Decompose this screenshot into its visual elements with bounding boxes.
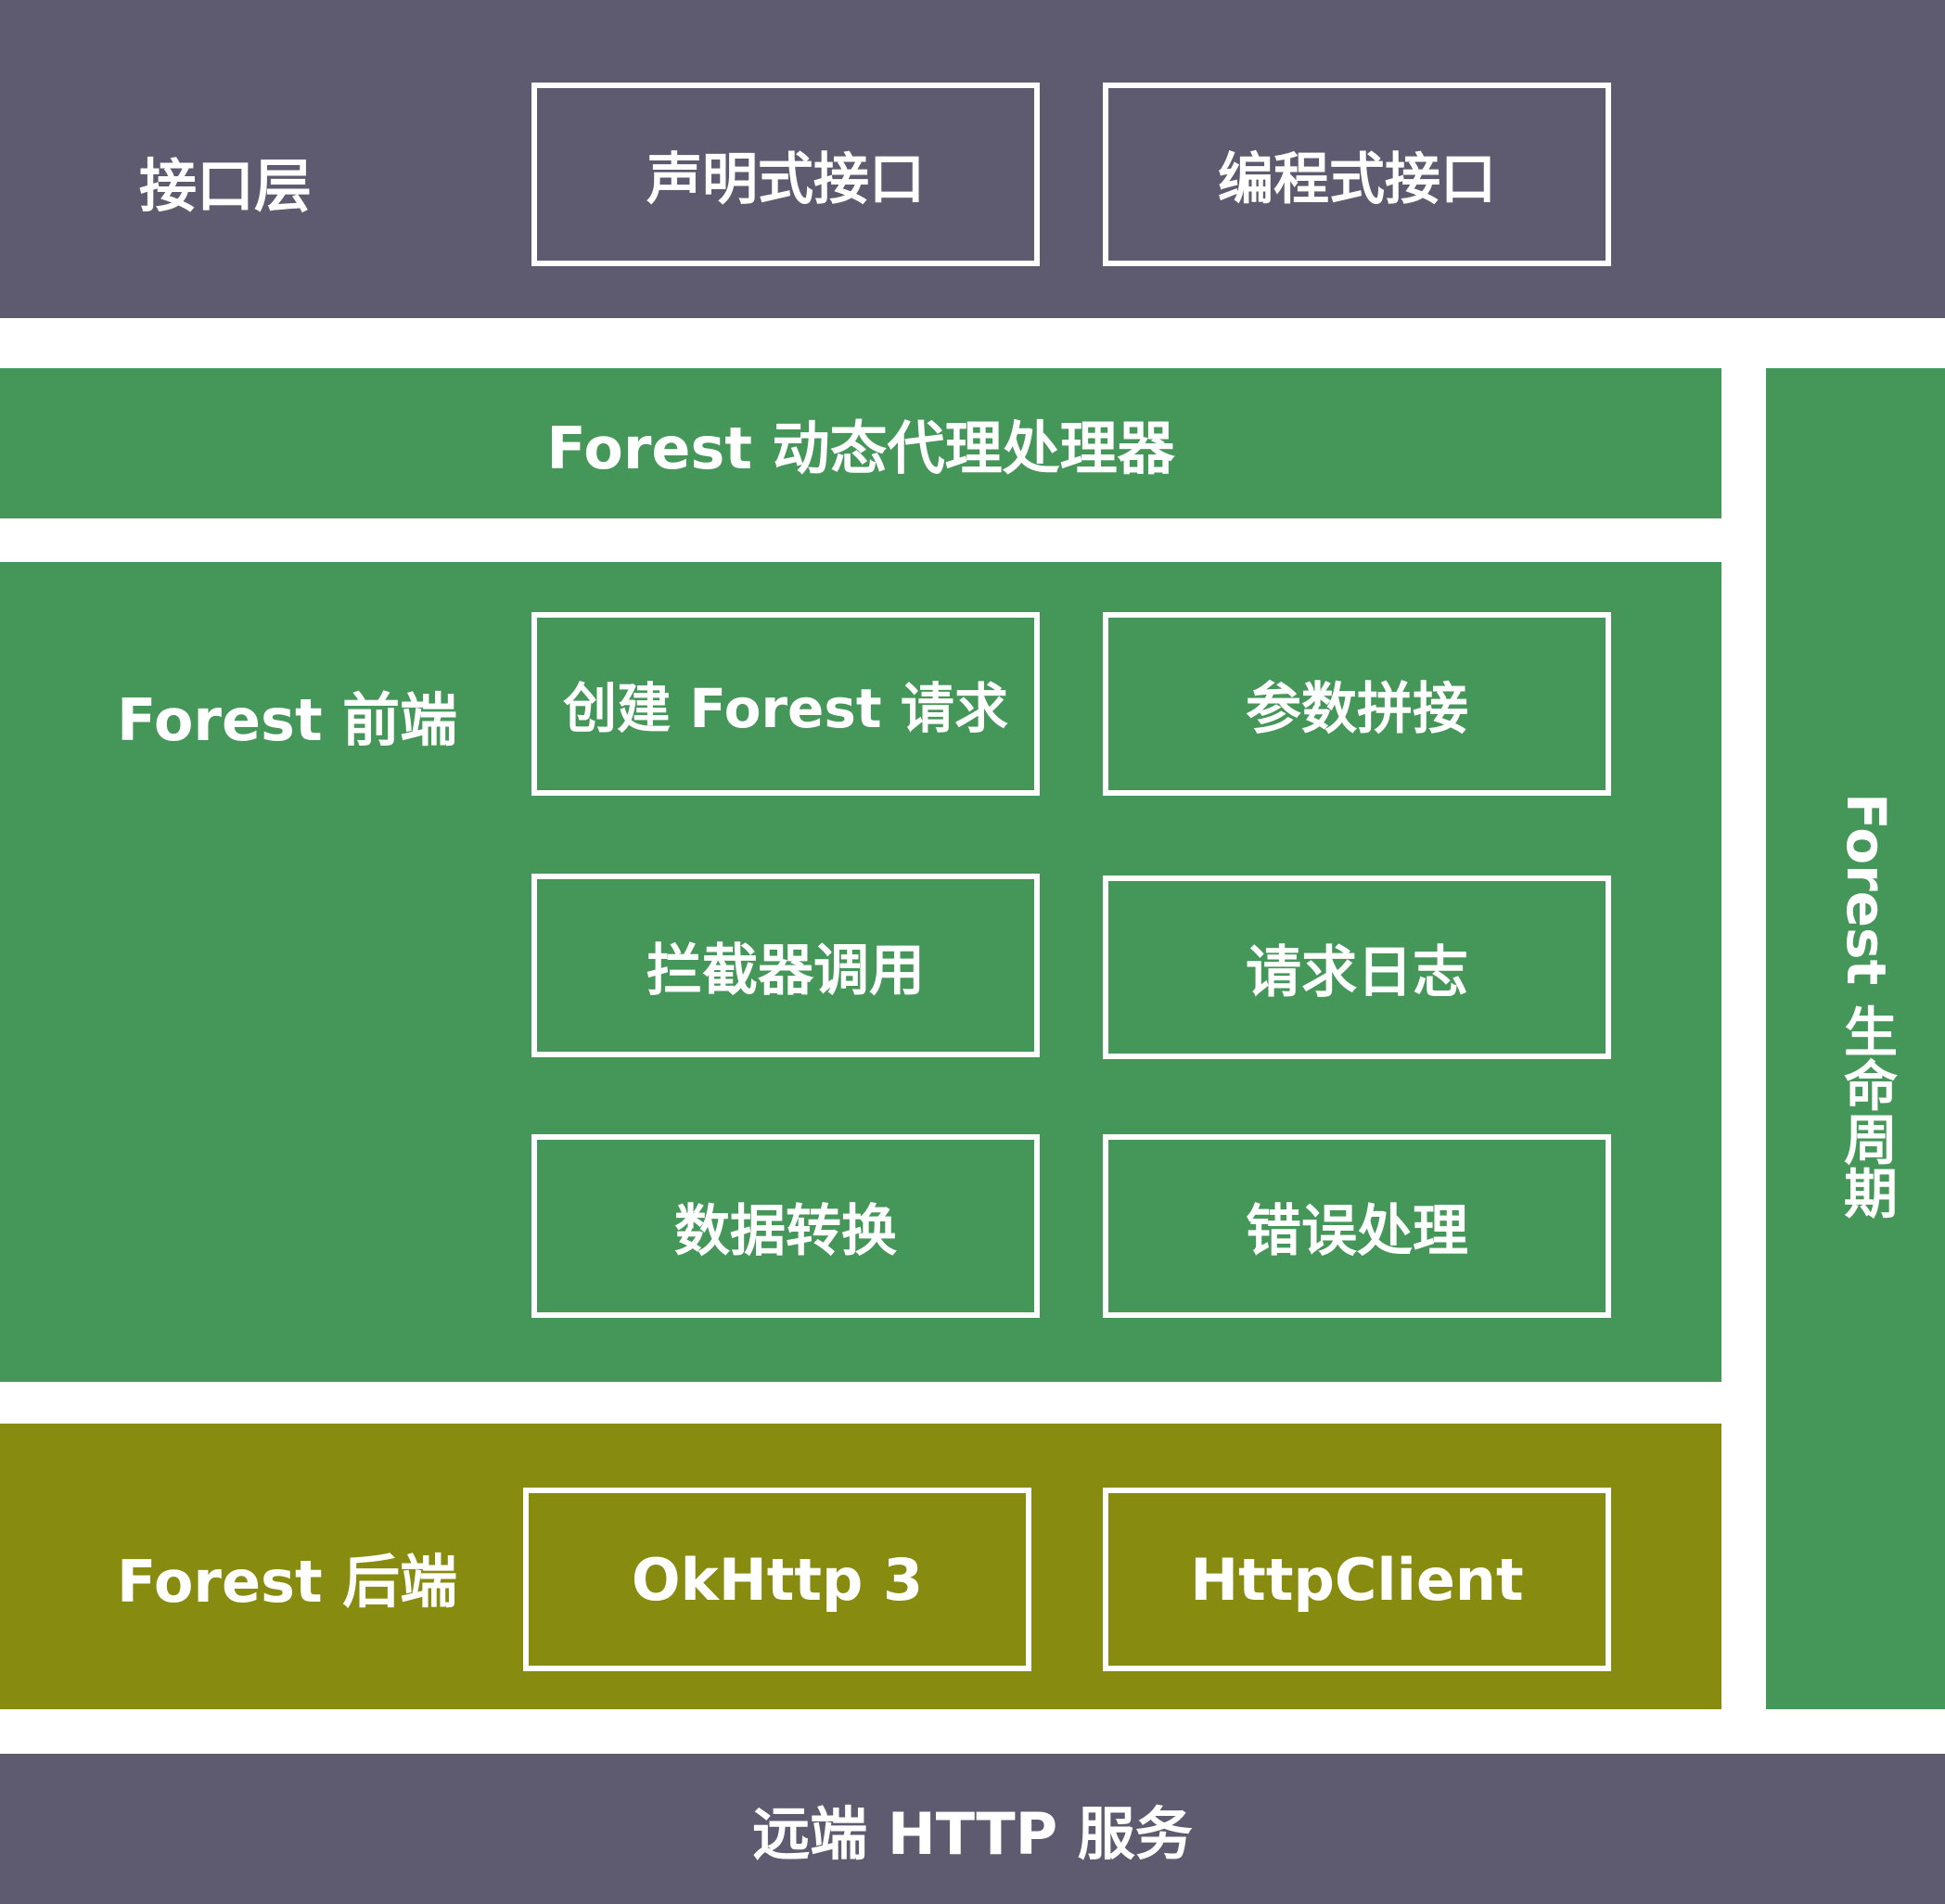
request-log-box: 请求日志 [1103,875,1611,1059]
frontend-label: Forest 前端 [117,686,458,754]
okhttp-box: OkHttp 3 [523,1488,1031,1671]
interface-layer-label: 接口层 [139,152,313,220]
lifecycle-band: Forest 生命周期 [1766,368,1945,1709]
data-convert-box: 数据转换 [531,1134,1040,1318]
backend-label: Forest 后端 [117,1548,458,1616]
proxy-handler-label: Forest 动态代理处理器 [546,415,1175,482]
backend-band: Forest 后端 OkHttp 3 HttpClient [0,1424,1721,1709]
programmatic-interface-box: 编程式接口 [1103,83,1611,266]
param-concat-box: 参数拼接 [1103,612,1611,796]
lifecycle-label: Forest 生命周期 [1835,793,1898,1220]
interceptor-box: 拦截器调用 [531,874,1040,1057]
httpclient-box: HttpClient [1103,1488,1611,1671]
error-handling-box: 错误处理 [1103,1134,1611,1318]
frontend-band: Forest 前端 创建 Forest 请求 参数拼接 拦截器调用 请求日志 数… [0,562,1721,1382]
proxy-handler-band: Forest 动态代理处理器 [0,368,1721,518]
declarative-interface-box: 声明式接口 [531,83,1040,266]
interface-layer-band: 接口层 声明式接口 编程式接口 [0,0,1945,318]
remote-service-band: 远端 HTTP 服务 [0,1754,1945,1904]
create-request-box: 创建 Forest 请求 [531,612,1040,796]
remote-service-label: 远端 HTTP 服务 [752,1800,1193,1868]
